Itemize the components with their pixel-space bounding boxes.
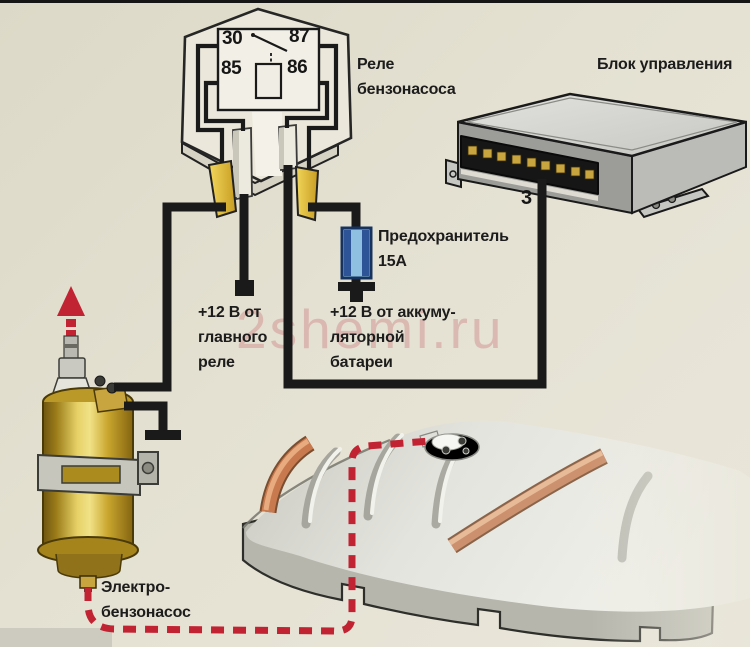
relay-contact-symbol	[252, 34, 288, 52]
fuel-pump-relay-drawing	[180, 7, 353, 222]
fuel-tank-drawing	[241, 400, 750, 647]
relay-label: Реле бензонасоса	[357, 56, 456, 98]
fuel-sender-unit	[419, 430, 480, 461]
fuse-drawing	[340, 226, 373, 280]
wire-relay-to-ecu	[283, 165, 547, 389]
tank-fade	[590, 400, 750, 647]
ecu-pin-label: 3	[521, 187, 532, 209]
main-relay-feed-label: +12 В от главного реле	[198, 304, 268, 371]
ecu-top-face	[457, 92, 747, 158]
relay-pin-85: 85	[221, 58, 242, 79]
fuel-flow-up-arrow	[57, 286, 85, 336]
relay-coil-symbol	[254, 62, 283, 100]
wire-relay-to-pump	[114, 202, 226, 392]
connector-edge	[461, 169, 598, 201]
connector-pins	[467, 145, 595, 180]
relay-pin-30: 30	[222, 28, 243, 49]
relay-pin-86: 86	[287, 57, 308, 78]
pump-label: Электро- бензонасос	[101, 579, 191, 621]
ground-icon	[145, 430, 181, 440]
main-relay-feed-cap	[235, 280, 254, 296]
relay-pin-87: 87	[289, 26, 310, 47]
battery-feed-label: +12 В от аккуму- ляторной батареи	[330, 304, 456, 371]
tank-straps	[259, 435, 608, 554]
relay-slot	[252, 112, 282, 176]
wire-relay-to-fuse	[308, 202, 361, 230]
battery-feed-cap	[338, 282, 375, 291]
relay-terminals	[207, 123, 320, 222]
control-unit-drawing	[445, 92, 747, 219]
photo-top-edge	[0, 0, 750, 3]
fuse-label: Предохранитель 15А	[378, 228, 509, 270]
wiring-harness	[114, 165, 547, 431]
photo-bottom-strip	[0, 628, 112, 647]
fuel-line	[84, 437, 431, 635]
wire-pump-to-ground	[124, 401, 168, 431]
fuel-pump-drawing	[37, 286, 159, 592]
control-unit-label: Блок управления	[597, 56, 733, 73]
watermark: 2shemi.ru	[236, 298, 504, 360]
relay-internal-wires	[195, 43, 339, 169]
